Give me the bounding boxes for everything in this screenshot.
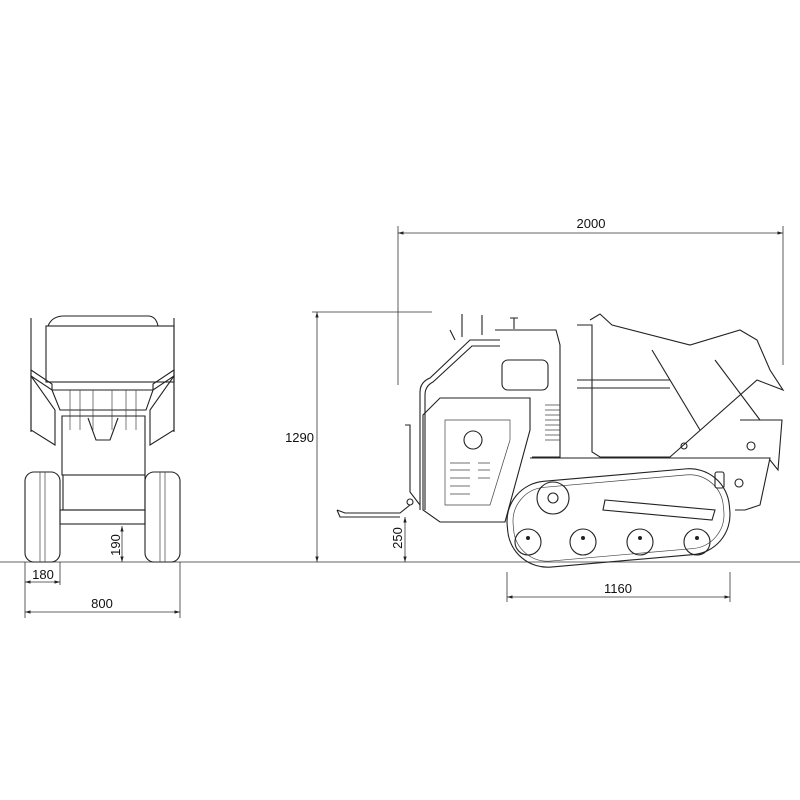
dimension-overall-height: 1290 xyxy=(285,311,432,562)
front-ribs xyxy=(69,390,137,430)
chassis-frame xyxy=(530,457,771,511)
platform-pivot xyxy=(406,498,414,506)
bucket-ribs xyxy=(651,349,761,431)
bucket-arm xyxy=(740,419,783,472)
dimension-label-1160: 1160 xyxy=(604,581,632,596)
dimension-label-250: 250 xyxy=(390,527,405,549)
sprocket-hub xyxy=(547,492,559,504)
fuel-cap xyxy=(463,430,483,450)
side-view xyxy=(336,313,785,568)
engine-grill xyxy=(501,359,549,391)
track-grooves xyxy=(39,472,166,562)
chassis-pivot xyxy=(734,478,744,488)
dimension-label-800: 800 xyxy=(91,596,113,611)
handle-bar xyxy=(405,424,421,506)
bucket-band xyxy=(577,379,670,389)
roll-frame xyxy=(419,339,500,510)
track-rollers xyxy=(514,528,711,556)
dimension-track-width: 180 xyxy=(24,562,181,618)
top-knob xyxy=(510,317,518,329)
panel-labels xyxy=(450,462,490,495)
dimension-platform-height: 250 xyxy=(390,517,407,562)
front-hood xyxy=(45,325,175,383)
drive-sprocket xyxy=(536,481,570,515)
operator-platform xyxy=(336,504,411,518)
cooling-vents xyxy=(545,404,560,441)
dimension-ground-clearance: 190 xyxy=(108,526,124,562)
front-hitch xyxy=(87,417,119,441)
dimension-label-190: 190 xyxy=(108,534,123,556)
front-handlebar xyxy=(47,315,159,327)
bucket-pivot xyxy=(746,441,756,451)
front-frame xyxy=(61,415,146,476)
control-levers xyxy=(449,314,483,341)
crawler-track xyxy=(506,468,731,568)
engine-cover xyxy=(422,397,531,523)
dimension-overall-length: 2000 xyxy=(397,216,784,385)
crawler-track-inner xyxy=(512,474,725,562)
dump-bucket xyxy=(577,313,785,458)
chassis-bracket xyxy=(714,471,725,489)
front-side-panels xyxy=(30,374,175,446)
front-bucket-lip xyxy=(51,389,154,411)
dimension-label-180: 180 xyxy=(32,567,54,582)
right-track xyxy=(144,471,181,563)
front-frame-posts xyxy=(30,318,175,432)
bucket-pivot-2 xyxy=(680,442,688,450)
engine-hood xyxy=(495,329,561,458)
front-view xyxy=(24,315,181,563)
control-panel xyxy=(444,419,511,506)
left-track xyxy=(24,471,61,563)
dimension-label-2000: 2000 xyxy=(577,216,606,231)
track-cylinder xyxy=(602,499,716,521)
dimension-label-1290: 1290 xyxy=(285,430,314,445)
front-plate xyxy=(62,474,146,511)
front-axle-beam xyxy=(59,509,146,525)
front-fenders xyxy=(30,368,175,392)
dimension-overall-width: 800 xyxy=(25,596,180,614)
dimension-track-length: 1160 xyxy=(506,572,731,602)
